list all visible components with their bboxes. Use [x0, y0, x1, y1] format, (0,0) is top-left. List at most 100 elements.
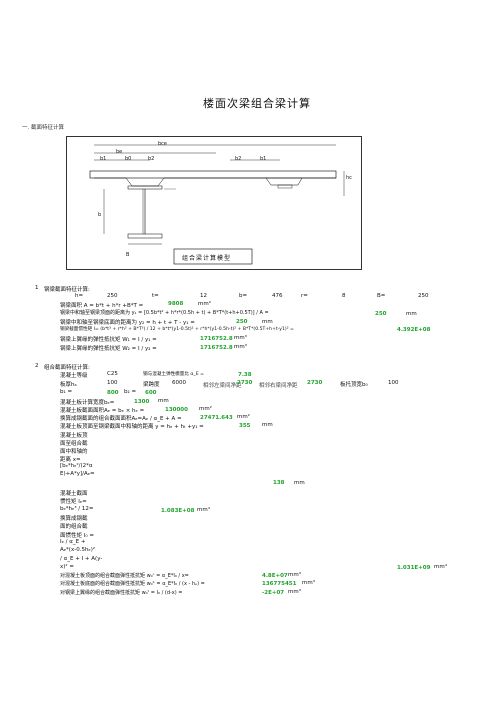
stack3-line: x)² =: [60, 564, 74, 570]
diagram-caption: 组合梁计算模型: [182, 255, 232, 262]
slab-value: 100: [388, 380, 399, 386]
w3-unit: mm³: [288, 572, 301, 578]
page-title: 楼面次梁组合梁计算: [203, 97, 311, 110]
slab-label: 板托顶宽b₀: [340, 382, 368, 388]
stack1-line: 面中和轴的: [60, 449, 88, 455]
dim-b: b: [98, 212, 102, 218]
stack3-line: 面惯性矩 I₀ =: [60, 533, 94, 539]
stack2-unit: mm⁴: [197, 507, 210, 513]
stack3-value: 1.031E+09: [397, 565, 431, 571]
dim-bce: bce: [158, 141, 167, 147]
dim-B: B: [126, 252, 130, 258]
stack1-line: 面至组合截: [60, 441, 88, 447]
eq-label: 换算成钢截面的组合截面面积Aₑ=Aₑ / α_E + A =: [60, 416, 182, 422]
dim-b0: b0: [125, 156, 132, 162]
dim-b1: b1: [100, 156, 107, 162]
y2-value: 250: [236, 319, 248, 325]
stack1-unit: mm: [294, 480, 305, 486]
part2-index: 2: [35, 363, 39, 369]
stack1-value: 138: [273, 480, 285, 486]
x-unit: mm: [262, 422, 273, 428]
area-value: 9808: [168, 301, 184, 307]
ratio-value: 7.38: [238, 372, 252, 378]
dim-b2-right: b2: [235, 156, 242, 162]
concrete-label: 混凝土等级: [60, 373, 88, 379]
stack2-line: 惯性矩 Iₑ=: [60, 499, 87, 505]
span-value: 6000: [172, 380, 186, 386]
be-unit: mm: [158, 398, 169, 404]
area-unit: mm²: [198, 301, 211, 307]
w4-unit: mm³: [302, 580, 315, 586]
ac-value: 130000: [165, 407, 188, 413]
thick-value: 100: [107, 380, 118, 386]
stack1-line: 距离 x=: [60, 457, 81, 463]
stack1-line: E)+A*y]/Aₑ=: [60, 471, 95, 477]
adj-label: 相邻左梁间净距: [203, 383, 242, 389]
param-r-label: r=: [301, 293, 308, 299]
area-label: 钢梁面积 A = b*t + h*r +B*T =: [60, 303, 144, 309]
w4-label: 对混凝土板底面的组合截面弹性抵抗矩 w₀ᵇ = α_E*I₀ / (x - hₑ…: [60, 581, 205, 587]
b1-label: b₁ =: [60, 389, 73, 395]
eq-value: 27471.643: [200, 415, 233, 421]
y2-label: 钢梁中和轴至钢梁底面的距离为 y₂ = h + t + T - y₁ =: [60, 320, 195, 326]
part1-index: 1: [35, 285, 39, 291]
w2-label: 钢梁上翼缘的弹性抵抗矩 W₂ = I / y₂ =: [60, 346, 157, 352]
w2-value: 1716752.8: [200, 345, 233, 351]
ac-label: 混凝土板截面面积Aₑ = bₑ × hₑ =: [60, 408, 145, 414]
stack3-line: / α_E + I + A(y-: [60, 556, 103, 562]
concrete-grade: C25: [107, 371, 118, 377]
param-B-value: 250: [418, 293, 429, 299]
stack3-line: 换算成钢截: [60, 516, 88, 522]
y1-unit: mm: [406, 311, 417, 317]
I-value: 4.392E+08: [397, 327, 431, 333]
param-h-value: 250: [107, 293, 118, 299]
be-value: 1300: [134, 399, 150, 405]
w1-value: 1716752.8: [200, 336, 233, 342]
ratio-label: 钢与混凝土弹性模量比 α_E =: [143, 372, 204, 377]
adj2-value: 2730: [307, 380, 323, 386]
y2-unit: mm: [262, 319, 273, 325]
w5-unit: mm³: [288, 589, 301, 595]
stack2-value: 1.083E+08: [161, 508, 195, 514]
I-label: 钢梁截面惯性矩 I= (b*t³ + r*h³ + B*T³) / 12 + b…: [60, 327, 294, 332]
stack2-line: 混凝土截面: [60, 491, 88, 497]
x-value: 355: [239, 423, 251, 429]
param-b-label: b=: [239, 293, 248, 299]
eq-unit: mm²: [237, 414, 250, 420]
stack3-line: Aₑ*(x-0.5hₑ)²: [60, 547, 96, 553]
x-label: 混凝土板顶面至钢梁截面中和轴的距离 y = hₑ + hₜ +y₁ =: [60, 424, 204, 430]
dim-b2: b2: [148, 156, 155, 162]
b1-value: 800: [107, 390, 119, 396]
w4-value: 136775451: [262, 581, 297, 587]
ac-unit: mm²: [199, 406, 212, 412]
param-t-value: 12: [200, 293, 207, 299]
b2-label: b₂ =: [124, 389, 137, 395]
w3-label: 对混凝土板顶面的组合截面弹性抵抗矩 w₀ᶜ = α_E*I₀ / x=: [60, 573, 189, 579]
param-h-label: h=: [75, 293, 84, 299]
w3-value: 4.8E+07: [262, 573, 288, 579]
w5-label: 对钢梁上翼缘的组合截面弹性抵抗矩 w₀ᵗ = I₀ / (d-x) =: [60, 590, 183, 596]
y1-label: 钢梁中和轴至钢梁顶面的距离为 y₁ = [0.5b*t² + h*r*(0.5h…: [60, 310, 269, 316]
stack1-line: 混凝土板顶: [60, 433, 88, 439]
stack1-line: [bₑ*hₑ²/(2*α: [60, 463, 93, 469]
param-r-value: 8: [342, 293, 346, 299]
param-t-label: t=: [152, 293, 159, 299]
thick-label: 板厚hₐ: [60, 382, 77, 388]
span-label: 梁跨度: [143, 382, 160, 388]
stack2-line: bₑ*hₑ³ / 12=: [60, 506, 94, 512]
stack3-unit: mm⁴: [434, 564, 447, 570]
w5-value: -2E+07: [262, 590, 285, 596]
w2-unit: mm³: [234, 344, 247, 350]
w1-unit: mm³: [234, 335, 247, 341]
w1-label: 钢梁上翼缘的弹性抵抗矩 W₁ = I / y₁ =: [60, 337, 157, 343]
stack3-line: Iₑ / α_E +: [60, 539, 86, 545]
stack3-line: 面的组合截: [60, 524, 88, 530]
composite-beam-diagram: [66, 136, 362, 270]
y1-value: 250: [375, 311, 387, 317]
dim-be: be: [116, 149, 123, 155]
dim-b1-right: b1: [260, 156, 267, 162]
b2-value: 600: [145, 390, 157, 396]
section-heading: 一. 截面特征计算: [22, 125, 64, 131]
param-b-value: 476: [272, 293, 283, 299]
param-B-label: B=: [377, 293, 386, 299]
